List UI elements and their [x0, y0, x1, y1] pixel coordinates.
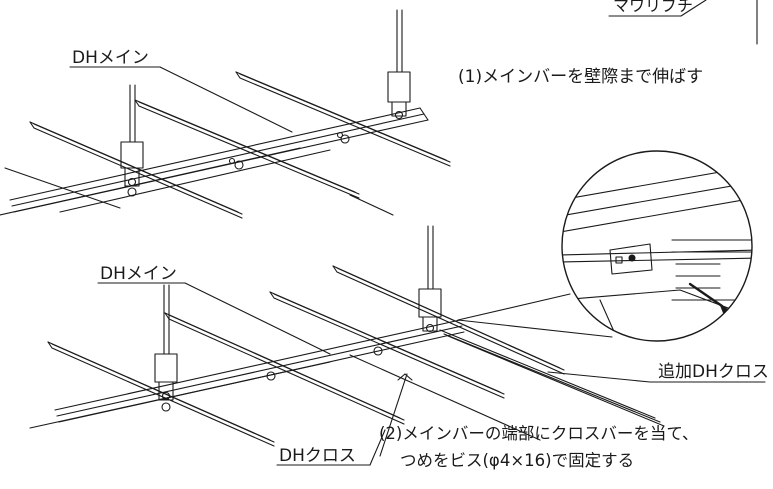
top-assembly [0, 9, 451, 219]
bottom-added-cross [349, 329, 665, 441]
label-dh-main-top: DHメイン [72, 48, 149, 68]
bottom-hanger-left [154, 284, 178, 412]
label-step-2-line-2: つめをビス(φ4×16)で固定する [400, 451, 634, 470]
label-dh-cross: DHクロス [279, 446, 356, 466]
bottom-cross-bars [47, 265, 565, 447]
top-leaders [69, 0, 758, 133]
bottom-assembly [29, 225, 665, 447]
label-step-2-line-1: (2)メインバーの端部にクロスバーを当て、 [379, 424, 699, 443]
top-main-bar [0, 107, 429, 216]
top-hanger-right [387, 9, 411, 120]
label-top-right-partial: マワリブチ [613, 0, 693, 15]
label-step-1: (1)メインバーを壁際まで伸ばす [458, 67, 703, 87]
top-hanger-left [120, 84, 144, 197]
label-added-dh-cross: 追加DHクロス [658, 362, 769, 382]
detail-magnifier [561, 150, 753, 342]
label-dh-main-bottom: DHメイン [100, 264, 177, 284]
bottom-main-bar [29, 319, 465, 429]
bottom-hanger-right [418, 225, 442, 333]
bottom-leaders [97, 282, 766, 466]
top-cross-bars [4, 71, 451, 219]
